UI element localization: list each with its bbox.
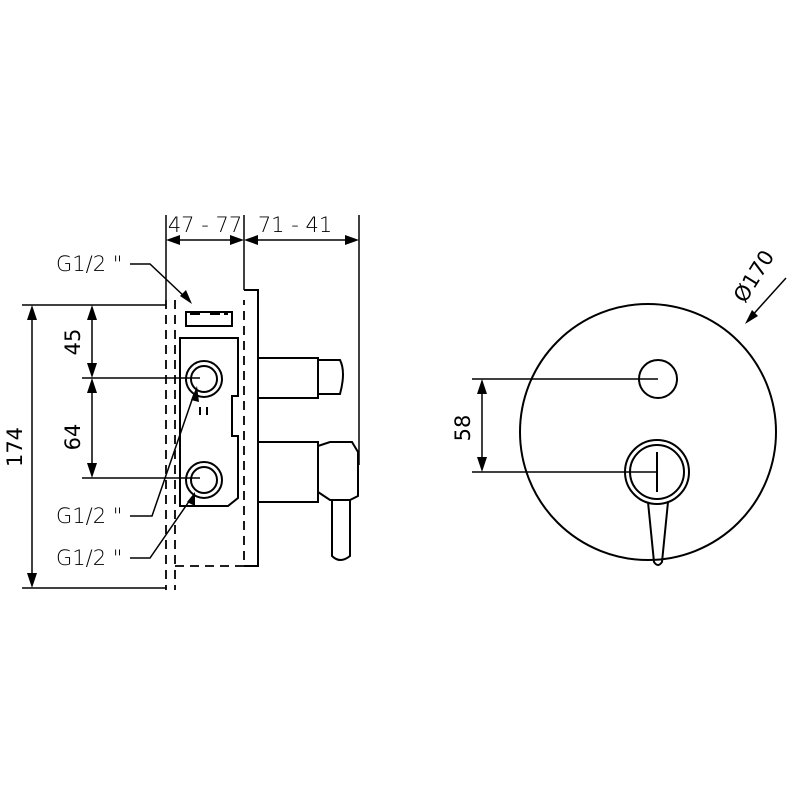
lower-port-circle	[185, 461, 223, 499]
diameter-label: Ø170	[729, 246, 779, 307]
upper-offset-label: 45	[61, 329, 85, 356]
port-offset-dimensions: 45 64	[61, 305, 200, 479]
handle-spacing-label: 58	[451, 415, 475, 442]
protrusion-dimension: 71 - 41	[244, 213, 360, 465]
protrusion-range-label: 71 - 41	[258, 213, 332, 237]
front-view: 58 Ø170	[451, 246, 787, 566]
valve-body	[179, 289, 359, 567]
cover-plate	[519, 303, 777, 561]
handle-spacing-dimension: 58	[451, 378, 658, 473]
diameter-callout: Ø170	[729, 246, 787, 324]
port-middle-label: G1/2 "	[56, 504, 122, 528]
upper-port-circle	[185, 360, 223, 398]
port-top-label: G1/2 "	[56, 252, 122, 276]
height-label: 174	[3, 427, 27, 467]
side-view: 47 - 77 71 - 41 174	[3, 213, 360, 590]
height-dimension: 174	[3, 304, 166, 589]
depth-range-label: 47 - 77	[168, 213, 242, 237]
port-spacing-label: 64	[61, 424, 85, 451]
depth-dimension: 47 - 77	[165, 213, 245, 300]
port-bottom-label: G1/2 "	[56, 546, 122, 570]
port-callouts: G1/2 " G1/2 " G1/2 "	[56, 252, 199, 570]
